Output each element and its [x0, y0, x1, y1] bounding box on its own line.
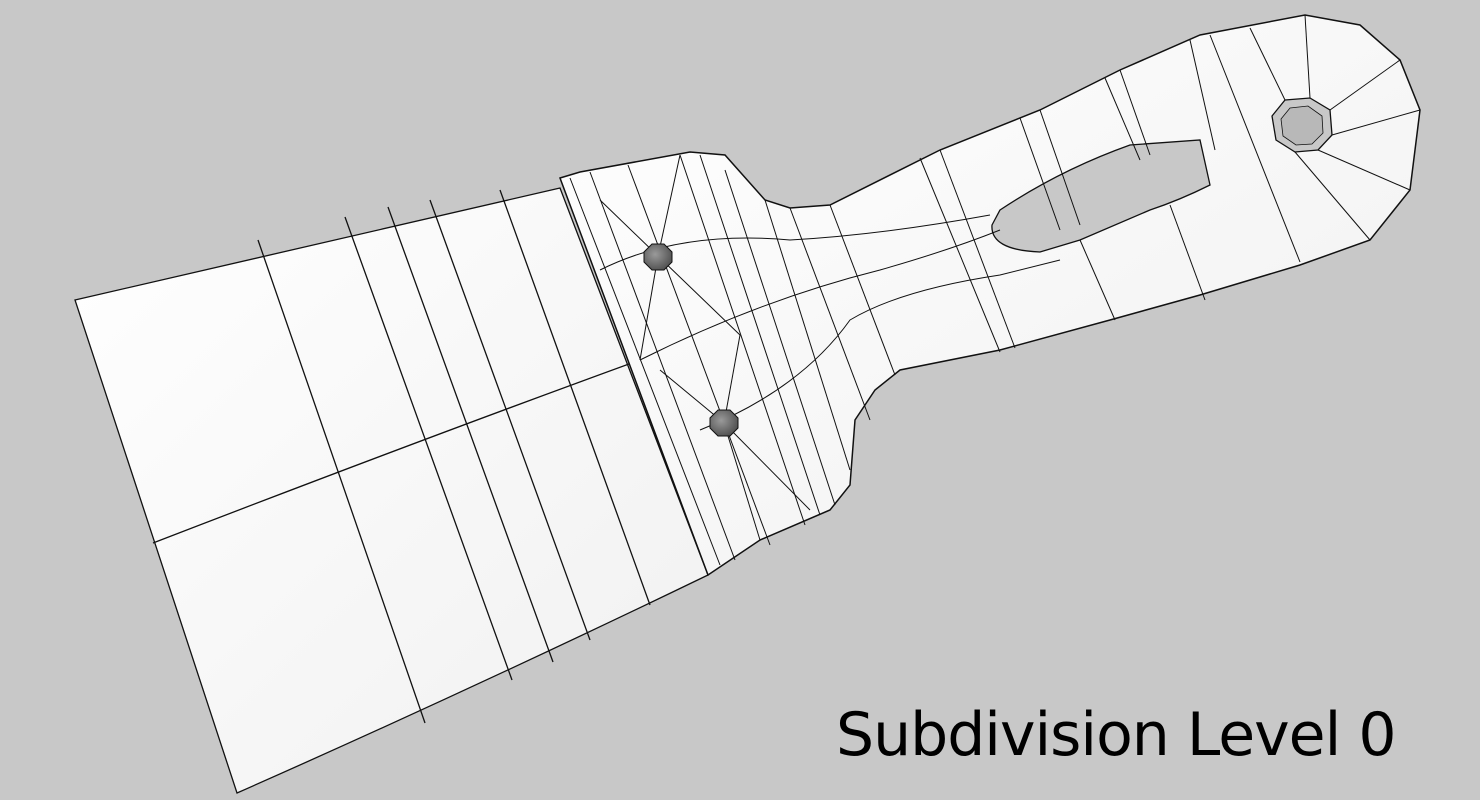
- rivet-bottom: [709, 409, 739, 437]
- blade: [74, 187, 709, 794]
- rivet-top: [643, 243, 673, 271]
- hanging-slot: [991, 139, 1211, 253]
- handle: [559, 14, 1421, 577]
- subdivision-level-caption: Subdivision Level 0: [836, 700, 1396, 770]
